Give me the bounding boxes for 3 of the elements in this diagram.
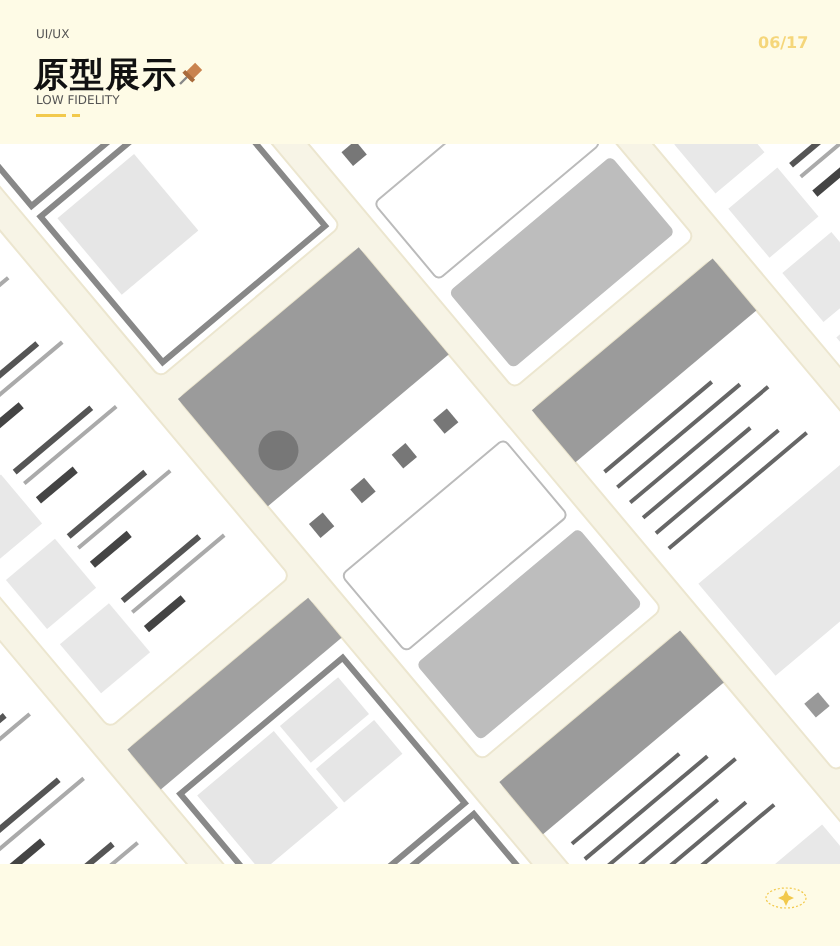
wireframe-collage-drawing (0, 144, 840, 864)
title: 原型展示 (34, 54, 178, 96)
page-number: 06/17 (758, 34, 809, 52)
